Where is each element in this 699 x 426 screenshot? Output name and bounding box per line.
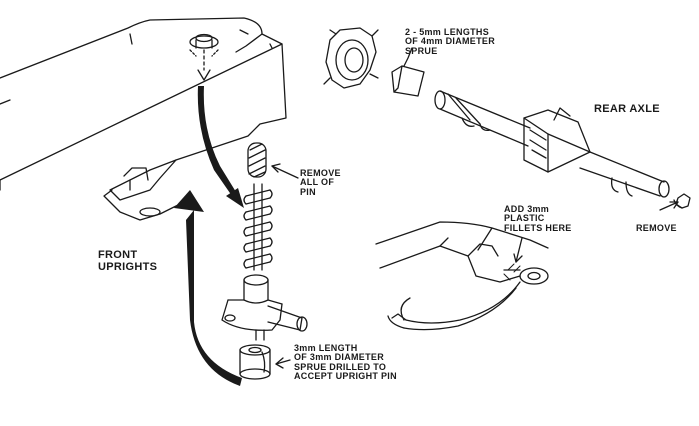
upright-assembly — [221, 142, 308, 380]
add-fillets-label: ADD 3mm PLASTIC FILLETS HERE — [504, 204, 572, 233]
remove-label: REMOVE — [636, 223, 677, 233]
remove-all-of-pin-label: REMOVE ALL OF PIN — [300, 168, 341, 197]
front-upright-arrow — [174, 190, 242, 386]
rear-axle — [434, 90, 691, 211]
lower-arm — [375, 221, 549, 331]
sprue-block — [391, 47, 425, 97]
front-uprights-label: FRONT UPRIGHTS — [98, 249, 158, 273]
pin-arrow-top — [197, 86, 244, 208]
rear-axle-label: REAR AXLE — [594, 103, 660, 115]
sprue-lengths-label: 2 - 5mm LENGTHS OF 4mm DIAMETER SPRUE — [405, 27, 496, 56]
sprue-drilled-label: 3mm LENGTH OF 3mm DIAMETER SPRUE DRILLED… — [294, 343, 397, 382]
hub-part — [323, 27, 379, 89]
front-beam — [0, 17, 287, 221]
